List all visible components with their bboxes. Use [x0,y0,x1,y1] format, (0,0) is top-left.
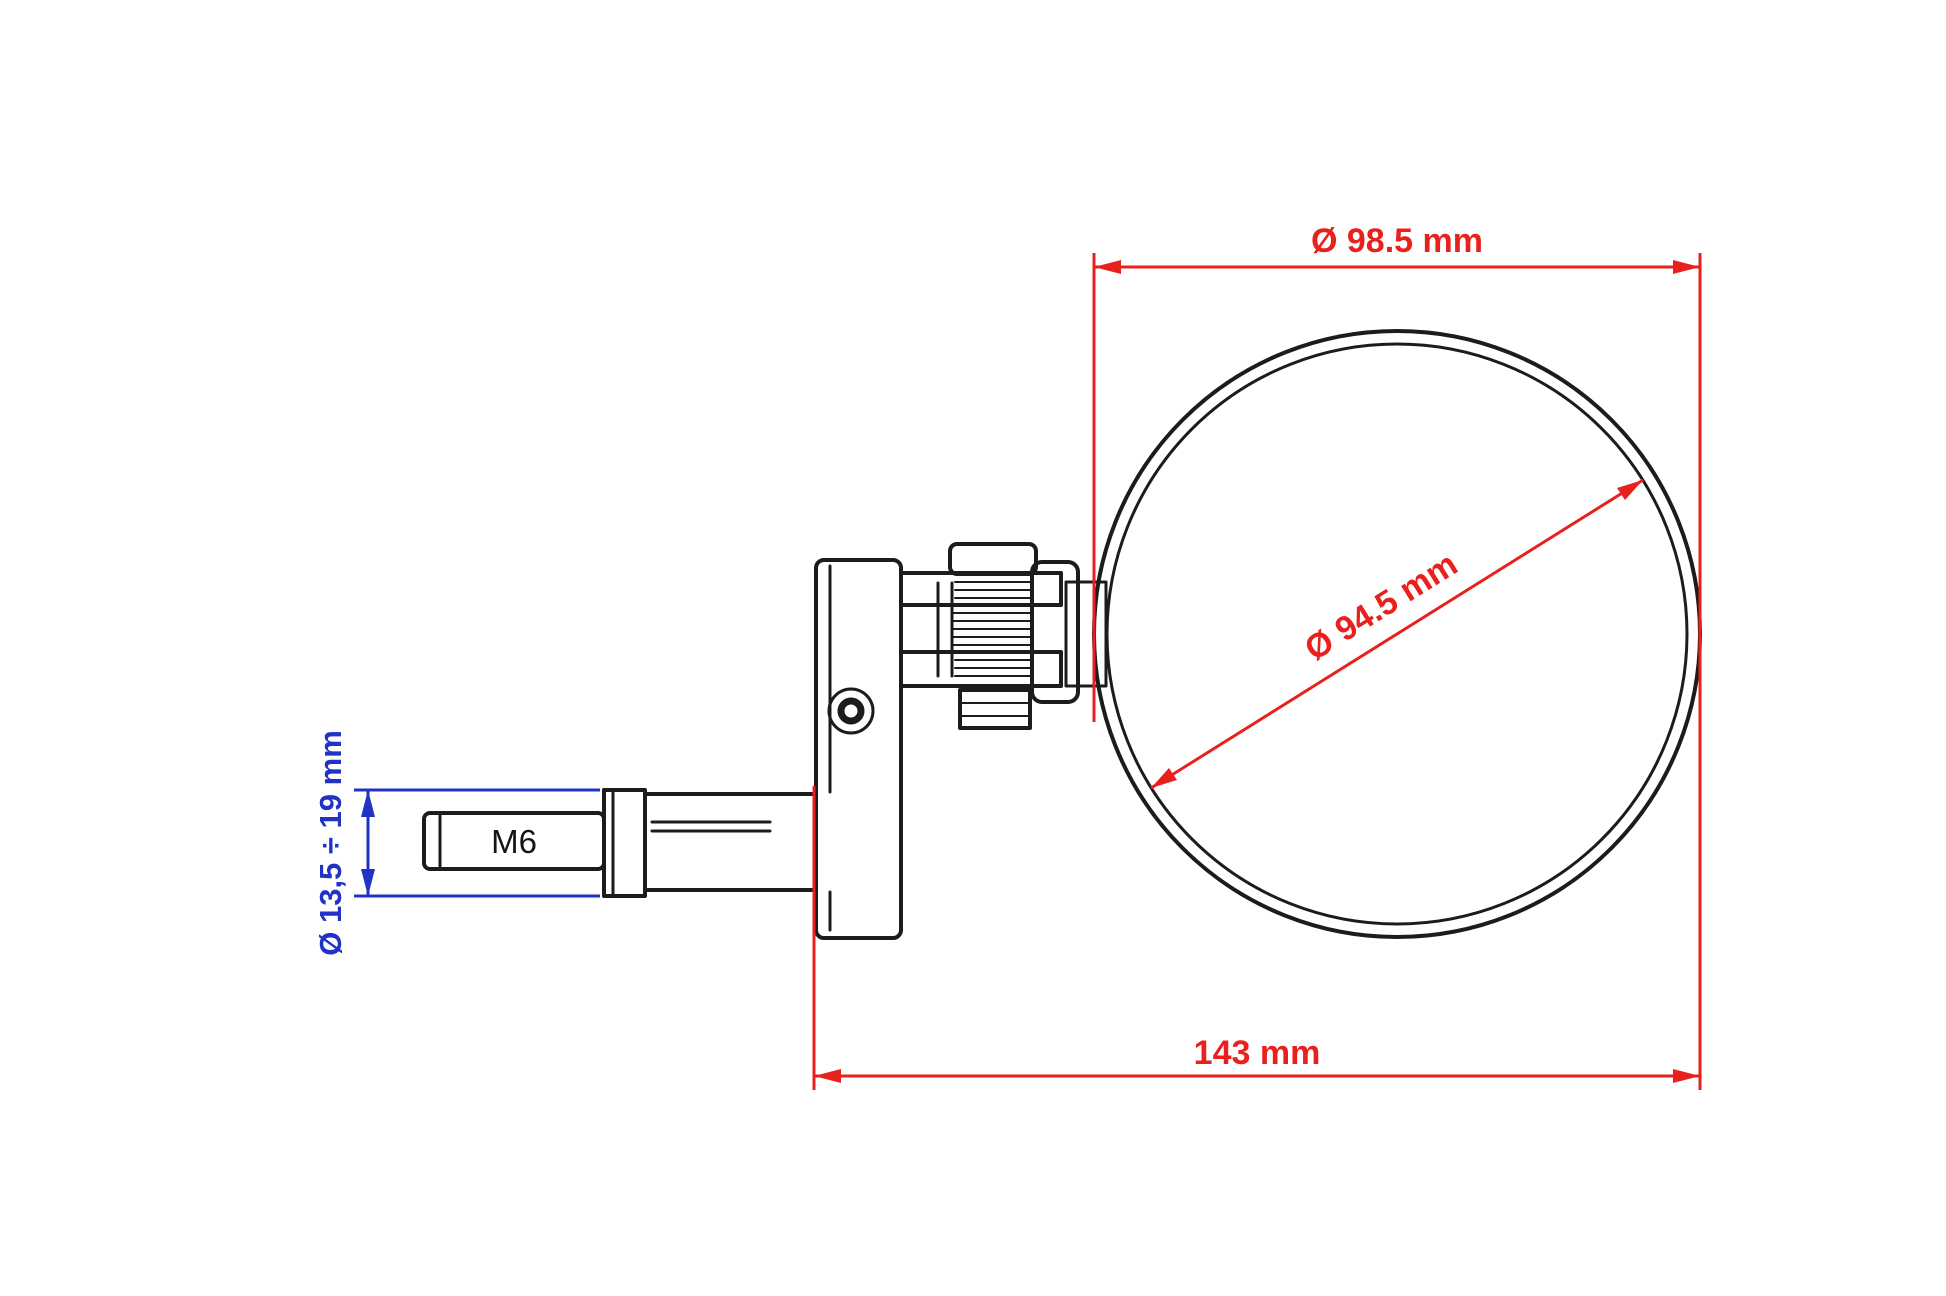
arrowhead-top [361,790,375,817]
arrowhead-right [1673,1069,1700,1083]
arrowhead-right [1673,260,1700,274]
adjuster-nut [958,688,1032,730]
dimension-clamp-range: Ø 13,5 ÷ 19 mm [313,730,600,956]
mirror-mount-tab [1064,580,1108,688]
mirror-glass-circle [1105,342,1689,926]
hinge-clevis [1030,560,1080,704]
arrowhead-left [1094,260,1121,274]
arrowhead-lower-left [1151,768,1177,788]
arrowhead-bottom [361,869,375,896]
overall-length-label: 143 mm [1194,1034,1321,1072]
pivot-screw-outer [827,687,875,735]
expander-washer [602,788,647,898]
dimension-outer-diameter: Ø 98.5 mm [1092,222,1702,1090]
pivot-screw-socket [837,697,865,725]
expander-sleeve [643,792,818,892]
arrowhead-upper-right [1617,480,1643,500]
thread-size-label: M6 [491,823,537,860]
adjuster-bolt-head [948,542,1038,576]
mirror-assembly-outline: M6 [422,329,1702,940]
clamp-range-label: Ø 13,5 ÷ 19 mm [313,730,348,956]
dimension-glass-diameter: Ø 94.5 mm [1150,478,1644,790]
dimension-line-diagonal [1150,478,1644,790]
outer-diameter-label: Ø 98.5 mm [1311,222,1483,260]
clamp-body [814,558,903,940]
arrowhead-left [814,1069,841,1083]
dimension-overall-length: 143 mm [812,786,1700,1090]
hinge-serrations [951,581,1033,677]
